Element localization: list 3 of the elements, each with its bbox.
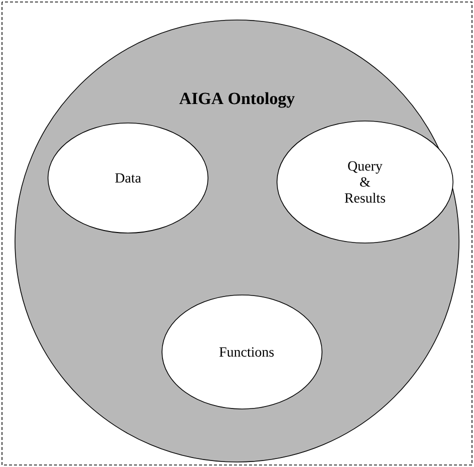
ellipse-node: Data [48, 122, 208, 234]
ellipse-node: Functions [162, 294, 322, 410]
ellipse-node: Query & Results [276, 120, 454, 244]
